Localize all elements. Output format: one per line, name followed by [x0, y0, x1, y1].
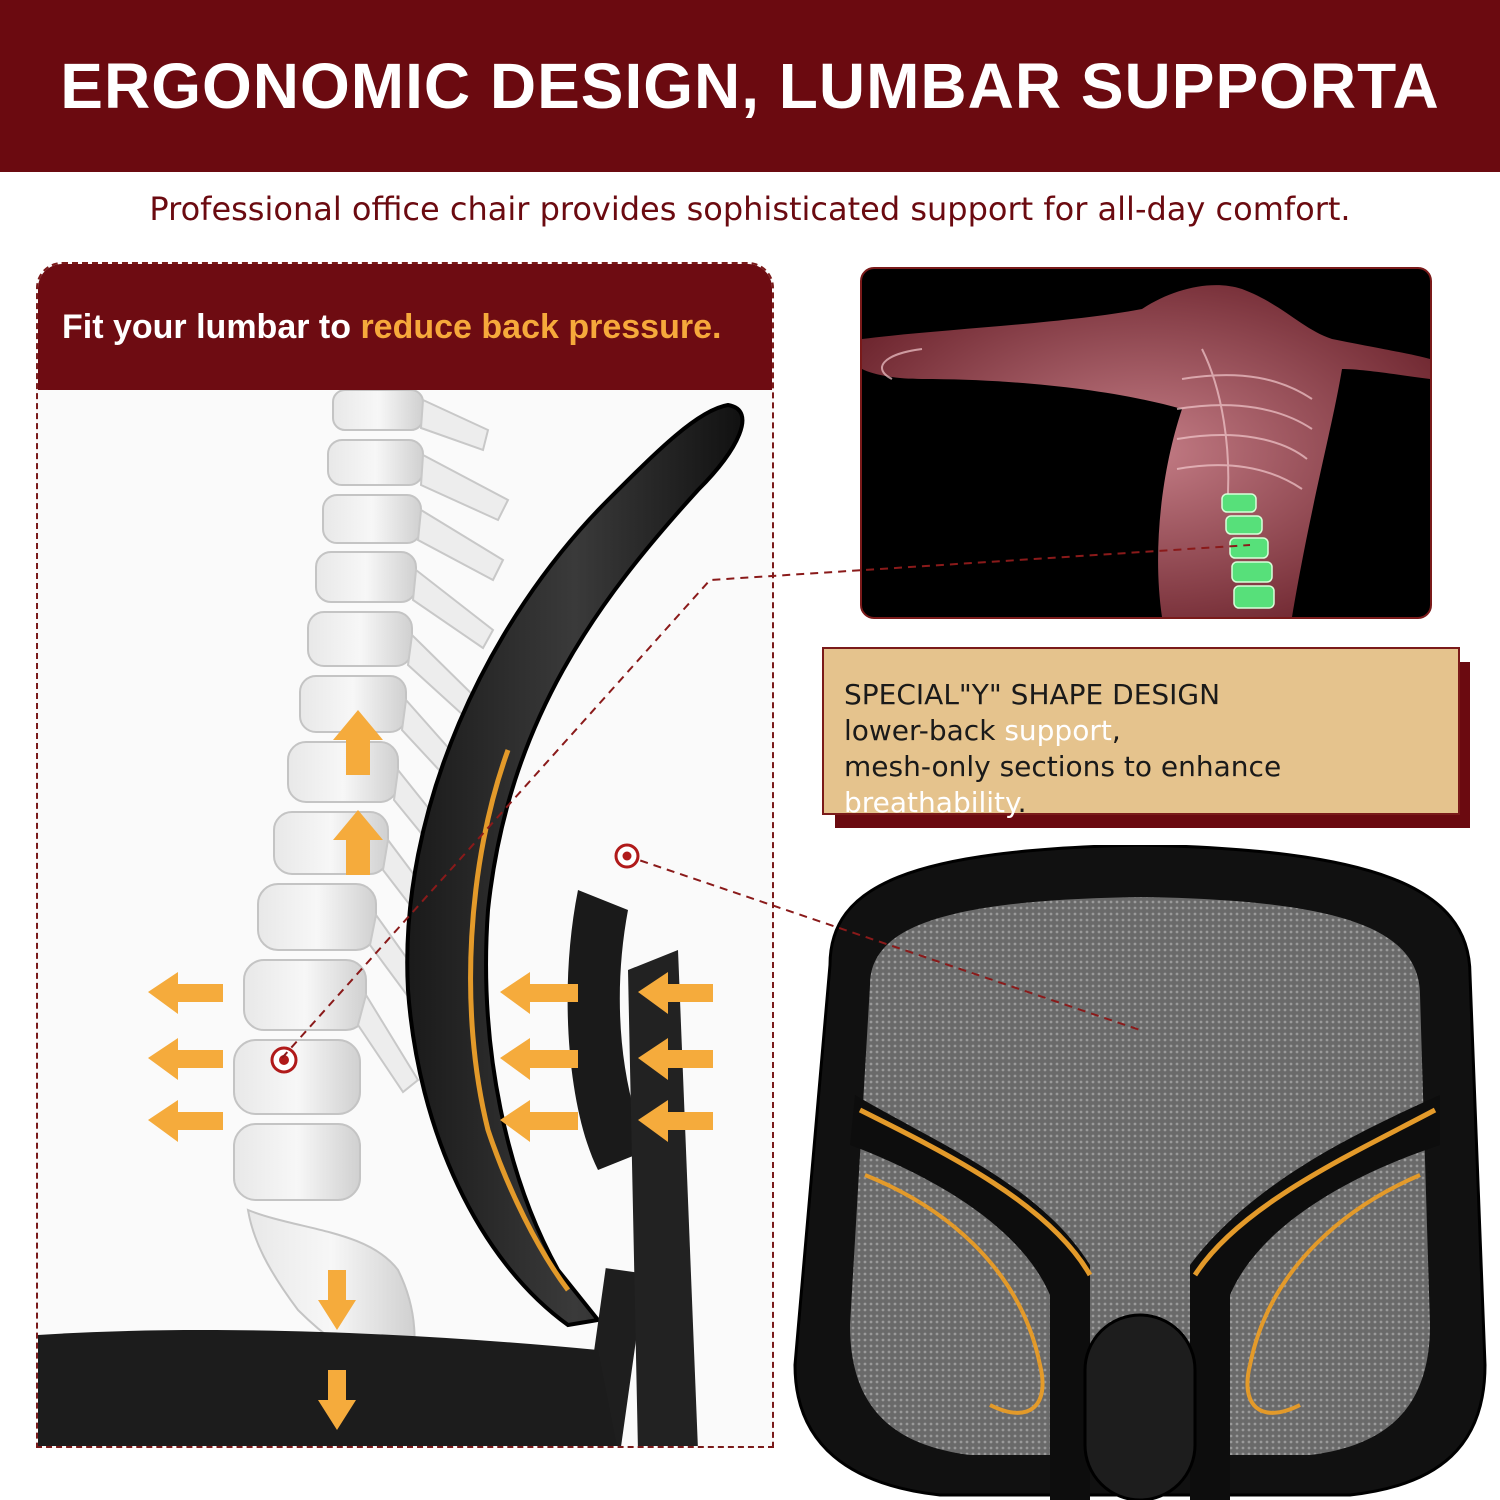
- xray-spine-image: [860, 267, 1432, 619]
- spine-chair-illustration: [38, 390, 745, 1446]
- chair-back-rear-view: [793, 845, 1487, 1500]
- connector-lumbar-to-xray: [281, 544, 1251, 1059]
- pressure-arrows: [148, 710, 713, 1430]
- lumbar-highlight: [1221, 493, 1275, 609]
- info-line-3-suffix: .: [1017, 786, 1027, 819]
- heading-plain: Fit your lumbar to: [62, 307, 361, 346]
- info-line-3-highlight: breathability: [844, 786, 1018, 819]
- chair-side-view: [38, 402, 745, 1446]
- connector-chair-to-back: [626, 855, 1141, 1031]
- top-banner: ERGONOMIC DESIGN, LUMBAR SUPPORTA: [0, 0, 1500, 172]
- page-title: ERGONOMIC DESIGN, LUMBAR SUPPORTA: [60, 50, 1440, 122]
- info-line-1: SPECIAL"Y" SHAPE DESIGN: [844, 678, 1221, 711]
- subtitle: Professional office chair provides sophi…: [149, 190, 1351, 228]
- info-line-2-prefix: lower-back: [844, 714, 1005, 747]
- heading-highlight: reduce back pressure.: [360, 307, 722, 346]
- lumbar-target-icon: [270, 1046, 298, 1074]
- info-line-3: mesh-only sections to enhance breathabil…: [844, 749, 1458, 821]
- info-line-2: lower-back support,: [844, 713, 1458, 749]
- lumbar-fit-heading: Fit your lumbar to reduce back pressure.: [38, 264, 772, 390]
- info-line-2-suffix: ,: [1111, 714, 1121, 747]
- lumbar-fit-panel: Fit your lumbar to reduce back pressure.: [36, 262, 774, 1448]
- y-shape-info-box: SPECIAL"Y" SHAPE DESIGN lower-back suppo…: [822, 647, 1460, 819]
- heading-text: Fit your lumbar to reduce back pressure.: [62, 308, 721, 347]
- info-line-3-prefix: mesh-only sections to enhance: [844, 750, 1282, 783]
- chair-target-icon: [614, 843, 640, 869]
- info-line-2-highlight: support: [1004, 714, 1112, 747]
- xray-body-illustration: [862, 285, 1430, 617]
